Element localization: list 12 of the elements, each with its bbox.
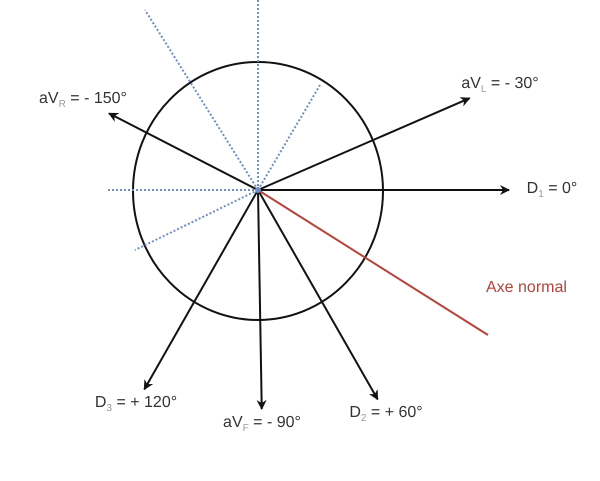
lead-label: aV$_{F}$ = - 90° — [212, 412, 312, 436]
lead-label: D$_{2}$ = + 60° — [330, 402, 442, 426]
center-point — [255, 187, 261, 193]
arrow — [257, 190, 379, 400]
lead-label: aV$_{R}$ = - 150° — [18, 88, 148, 112]
lead-label: aV$_{L}$ = - 30° — [440, 73, 560, 97]
arrow — [143, 190, 259, 390]
lead-label: D$_{1}$ = 0° — [512, 178, 592, 202]
arrow — [108, 112, 258, 191]
arrow — [258, 97, 470, 191]
lead-label: D$_{3}$ = + 120° — [80, 392, 192, 416]
arrow — [258, 185, 510, 195]
